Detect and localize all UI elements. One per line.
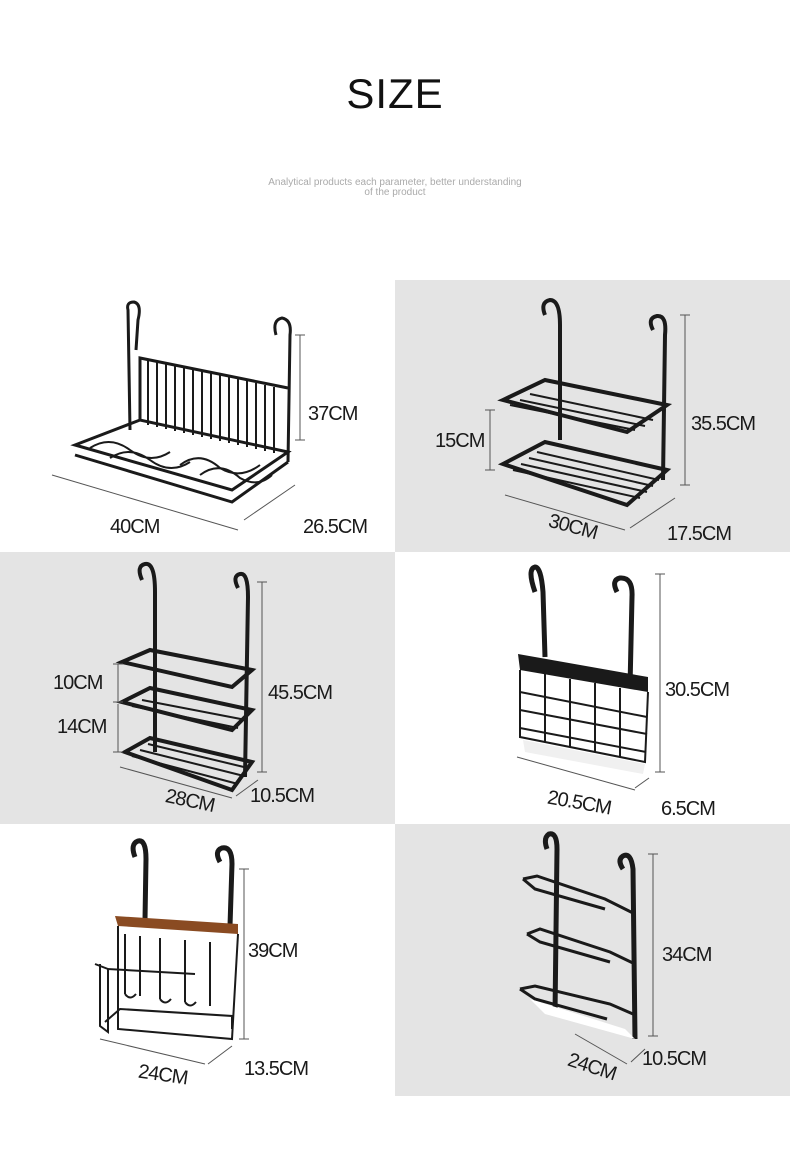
- pot-lid-rack-illustration: [519, 831, 658, 1065]
- dim-tier-spacing: 15CM: [435, 430, 485, 452]
- dim-width: 40CM: [110, 516, 160, 538]
- dim-depth: 17.5CM: [667, 523, 732, 545]
- dish-rack-illustration: [51, 300, 305, 531]
- knife-holder-illustration: [94, 838, 249, 1065]
- panel-knife-and-board-holder: 39CM 24CM 13.5CM: [0, 824, 395, 1096]
- page-subtitle: Analytical products each parameter, bett…: [0, 178, 790, 198]
- subtitle-line-1: Analytical products each parameter, bett…: [268, 177, 522, 188]
- panel-pot-lid-rack: 34CM 24CM 10.5CM: [395, 824, 790, 1096]
- dim-depth: 10.5CM: [642, 1048, 707, 1070]
- dim-top-spacing: 10CM: [53, 672, 103, 694]
- dim-depth: 10.5CM: [250, 785, 315, 807]
- dim-height: 30.5CM: [665, 679, 730, 701]
- dim-height: 45.5CM: [268, 682, 333, 704]
- dim-depth: 13.5CM: [244, 1058, 309, 1080]
- dim-height: 34CM: [662, 944, 712, 966]
- panel-two-tier-shelf: 15CM 35.5CM 30CM 17.5CM: [395, 280, 790, 552]
- subtitle-line-2: of the product: [364, 187, 426, 198]
- panel-utensil-basket: 30.5CM 20.5CM 6.5CM: [395, 552, 790, 824]
- utensil-basket-illustration: [516, 564, 665, 791]
- dim-height: 39CM: [248, 940, 298, 962]
- dim-height: 37CM: [308, 403, 358, 425]
- page-title: SIZE: [346, 70, 444, 117]
- dim-height: 35.5CM: [691, 413, 756, 435]
- two-tier-shelf-illustration: [485, 297, 690, 531]
- three-tier-shelf-illustration: [113, 561, 267, 799]
- panel-three-tier-shelf: 10CM 14CM 45.5CM 28CM 10.5CM: [0, 552, 395, 824]
- dim-depth: 6.5CM: [661, 798, 716, 820]
- dim-depth: 26.5CM: [303, 516, 368, 538]
- panel-dish-drying-rack: 37CM 40CM 26.5CM: [0, 280, 395, 552]
- dim-bottom-spacing: 14CM: [57, 716, 107, 738]
